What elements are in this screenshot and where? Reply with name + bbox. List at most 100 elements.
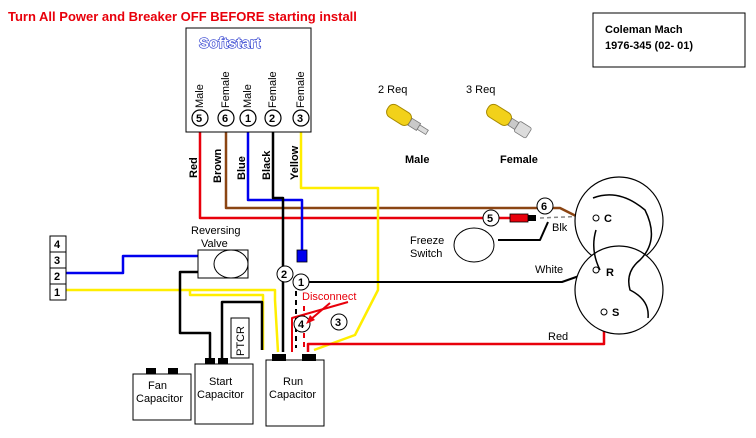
wire-black-start (220, 300, 264, 360)
pin-gender-3: Female (295, 71, 307, 108)
female-req: 3 Req (466, 84, 495, 96)
wire-dashed-c (539, 215, 589, 219)
wire-blue-tb2 (66, 254, 212, 275)
female-label: Female (500, 154, 538, 166)
terminal-block: 4 3 2 1 (49, 235, 67, 301)
terminal-2: 2 (54, 271, 60, 283)
start-capacitor-body (194, 363, 254, 425)
callout-3: 3 (330, 313, 348, 331)
start-capacitor-label-2: Capacitor (197, 389, 244, 401)
terminal-4: 4 (54, 239, 61, 251)
softstart-pin-5: 5 Male (191, 84, 209, 127)
svg-text:4: 4 (298, 319, 305, 331)
softstart-brand: Softstart (199, 35, 261, 52)
svg-text:2: 2 (281, 269, 287, 281)
callout-1: 1 (292, 273, 310, 291)
fan-capacitor-label-2: Capacitor (136, 393, 183, 405)
disconnect-arrow (309, 302, 331, 321)
wire-color-labels: Red Brown Blue Black Yellow (188, 145, 301, 183)
wire-yellow-fan (188, 290, 265, 350)
female-spade-icon (486, 103, 532, 139)
blue-connector (296, 249, 308, 263)
pin-num-2: 2 (269, 113, 275, 125)
pin-gender-1: Male (242, 84, 254, 108)
callout-5: 5 (482, 209, 500, 227)
pin-gender-2: Female (267, 71, 279, 108)
terminal-r: R (606, 267, 614, 279)
fan-capacitor-label-1: Fan (148, 380, 167, 392)
run-capacitor-label-2: Capacitor (269, 389, 316, 401)
ptcr: PTCR (230, 317, 250, 359)
svg-text:5: 5 (487, 213, 493, 225)
wire-label-blue: Blue (236, 156, 248, 180)
pin-gender-5: Male (194, 84, 206, 108)
red-connector-tip (528, 215, 536, 221)
pin-num-3: 3 (297, 113, 303, 125)
compressor: C R S White Red (535, 176, 664, 343)
reversing-valve-label-1: Reversing (191, 225, 241, 237)
wire-blk-freeze (498, 221, 549, 241)
wire-label-red: Red (188, 157, 200, 178)
blk-label: Blk (552, 222, 568, 234)
wire-red-run (291, 301, 349, 352)
start-capacitor-label-1: Start (209, 376, 232, 388)
softstart-module: Softstart 5 Male 6 Female 1 Male 2 Femal… (185, 27, 312, 133)
svg-text:1: 1 (298, 277, 304, 289)
freeze-switch: Freeze Switch Blk (410, 222, 568, 263)
reversing-valve-label-2: Valve (201, 238, 228, 250)
fan-capacitor-body (132, 373, 192, 421)
softstart-pin-3: 3 Female (292, 71, 310, 127)
callout-2: 2 (276, 265, 294, 283)
wire-black-rv (178, 270, 212, 360)
freeze-switch-body (453, 227, 495, 263)
freeze-switch-label-1: Freeze (410, 235, 444, 247)
run-capacitor-body (265, 359, 325, 427)
model-number: 1976-345 (02- 01) (605, 40, 693, 52)
red-connector (509, 213, 529, 223)
male-spade-icon (386, 103, 429, 136)
callout-4: 4 (293, 315, 311, 333)
terminal-3: 3 (54, 255, 60, 267)
terminal-s: S (612, 307, 619, 319)
model-box: Coleman Mach 1976-345 (02- 01) (592, 12, 746, 68)
svg-text:6: 6 (541, 201, 547, 213)
terminal-1: 1 (54, 287, 60, 299)
svg-text:3: 3 (335, 317, 341, 329)
callout-6: 6 (536, 197, 554, 215)
model-name: Coleman Mach (605, 24, 683, 36)
callouts: 5 6 2 1 4 3 (276, 197, 554, 333)
softstart-pin-6: 6 Female (217, 71, 235, 127)
pin-num-1: 1 (245, 113, 251, 125)
connection-hardware (296, 213, 536, 263)
compressor-lower (574, 245, 664, 335)
softstart-pin-2: 2 Female (264, 71, 282, 127)
male-label: Male (405, 154, 429, 166)
disconnect-annotation: Disconnect (302, 291, 356, 324)
compressor-winding (592, 194, 653, 319)
red-label: Red (548, 331, 568, 343)
ptcr-body (230, 317, 250, 359)
wire-brown-6 (224, 130, 581, 220)
wire-yellow-3 (299, 130, 380, 352)
wires (66, 130, 606, 360)
disconnect-label: Disconnect (302, 291, 356, 303)
softstart-pin-1: 1 Male (239, 84, 257, 127)
start-capacitor: Start Capacitor (194, 358, 254, 425)
model-box-frame (592, 12, 746, 68)
white-label: White (535, 264, 563, 276)
warning-title: Turn All Power and Breaker OFF BEFORE st… (8, 9, 357, 24)
run-capacitor: Run Capacitor (265, 354, 325, 427)
wire-blue-1 (246, 130, 304, 250)
pin-gender-6: Female (220, 71, 232, 108)
wire-black-2 (271, 130, 285, 352)
male-connector: 2 Req Male (378, 84, 429, 166)
ptcr-label: PTCR (235, 326, 247, 356)
fan-capacitor: Fan Capacitor (132, 368, 192, 421)
male-req: 2 Req (378, 84, 407, 96)
wire-yellow-tb1 (66, 288, 280, 353)
wire-label-yellow: Yellow (289, 145, 301, 180)
pin-num-5: 5 (196, 113, 202, 125)
run-capacitor-label-1: Run (283, 376, 303, 388)
